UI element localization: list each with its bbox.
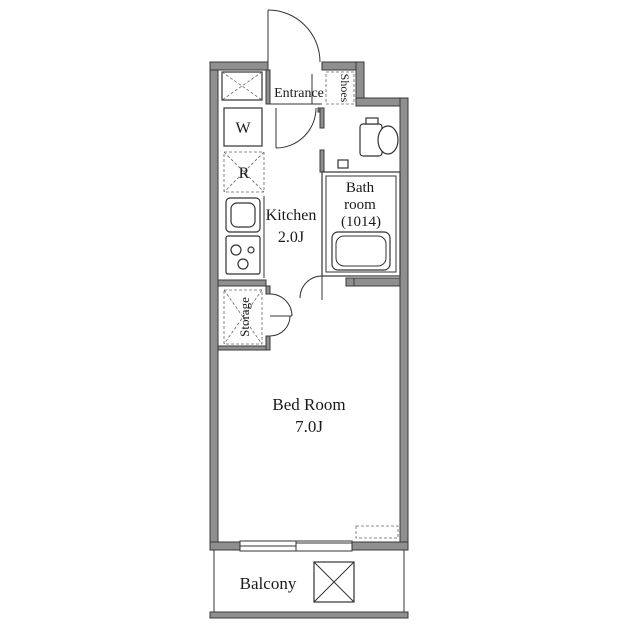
washbasin-tap [337, 159, 349, 169]
bath-label-line2: room [344, 197, 376, 213]
storage-closet [223, 289, 263, 345]
sink-basin [230, 202, 256, 228]
washer-space [223, 107, 263, 147]
stove [225, 235, 261, 275]
kitchen-size: 2.0J [278, 229, 304, 246]
entrance-label: Entrance [274, 86, 324, 101]
bath-size: (1014) [341, 214, 381, 230]
interior-walls [217, 69, 401, 351]
shoes-label: Shoes [338, 74, 352, 103]
balcony-label: Balcony [240, 574, 297, 593]
bedroom-size: 7.0J [295, 417, 323, 436]
fridge-label: R [239, 165, 250, 182]
bathroom-unit [321, 171, 401, 277]
upper-cabinet [221, 71, 263, 101]
fridge-space [223, 151, 265, 193]
washer-label: W [235, 120, 251, 137]
kitchen-name: Kitchen [266, 207, 317, 224]
balcony-area [209, 550, 409, 619]
air-conditioner [355, 525, 399, 539]
bath-label-line1: Bath [346, 180, 375, 196]
storage-label: Storage [237, 297, 252, 337]
bedroom-name: Bed Room [272, 395, 345, 414]
storage-doors [269, 293, 293, 337]
inner-door-washroom [275, 107, 317, 149]
entrance-door [267, 9, 323, 70]
toilet [359, 117, 399, 157]
balcony-sliding-window [239, 540, 353, 552]
